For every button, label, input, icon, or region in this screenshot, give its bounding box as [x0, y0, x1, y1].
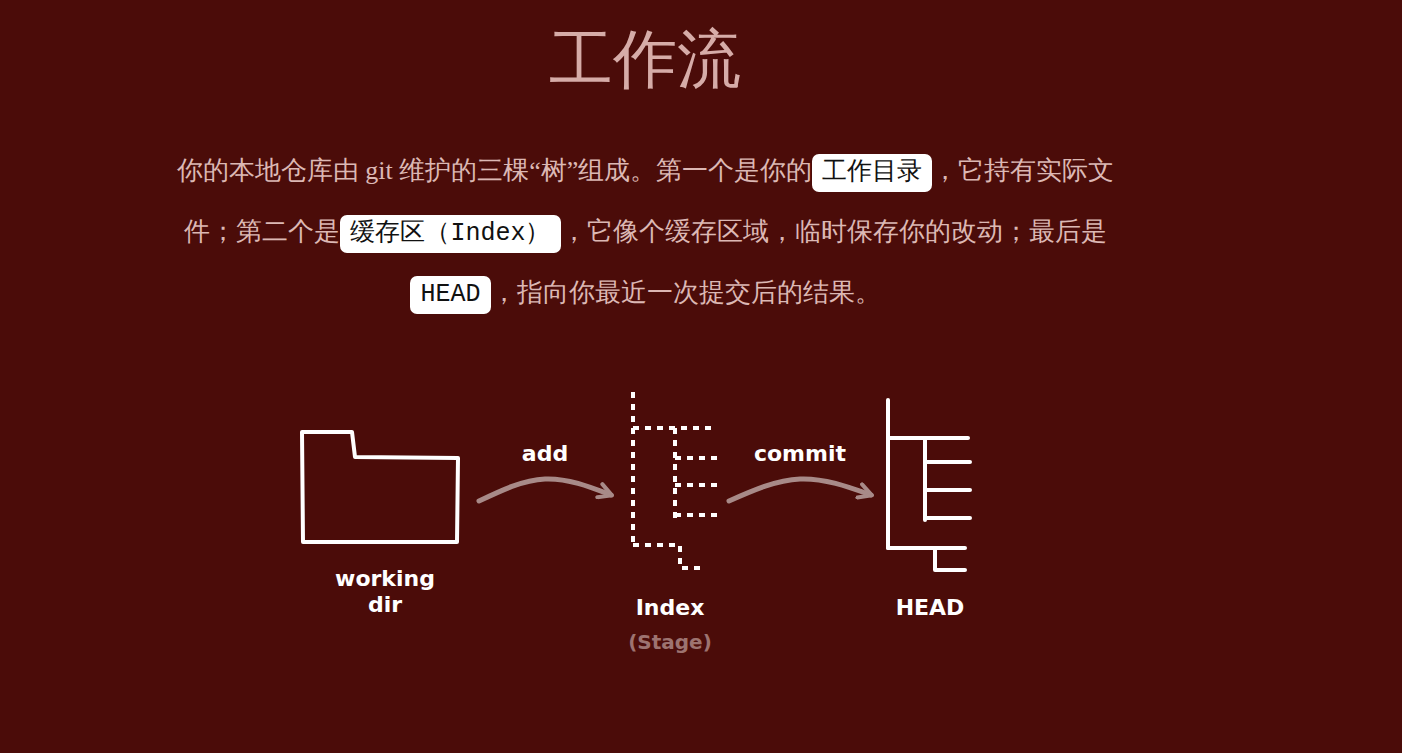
illustration-stroke — [888, 436, 968, 440]
illustration-stroke — [925, 488, 970, 492]
illustration-stroke — [633, 426, 712, 430]
illustration-stroke — [925, 460, 970, 464]
node-caption: (Stage) — [615, 629, 725, 655]
illustration-stroke — [925, 516, 970, 520]
intro-paragraph: 你的本地仓库由 git 维护的三棵“树”组成。第一个是你的工作目录，它持有实际文… — [158, 140, 1133, 323]
chip-text: HEAD — [420, 280, 480, 309]
page-title: 工作流 — [0, 18, 1290, 102]
illustration-stroke — [923, 438, 927, 520]
illustration-stroke — [631, 392, 635, 545]
head-tree-node: HEAD — [875, 390, 985, 640]
paragraph-text: ，它像个缓存区域，临时保存你的改动；最后是 — [561, 217, 1107, 246]
tree-illustration — [615, 385, 725, 595]
edge-label: add — [522, 441, 568, 467]
highlight-chip: 工作目录 — [812, 154, 932, 192]
illustration-stroke — [675, 483, 717, 487]
illustration-stroke — [886, 400, 890, 548]
illustration-stroke — [673, 428, 677, 520]
index-tree-node: Index (Stage) — [615, 385, 725, 665]
illustration-stroke — [302, 432, 458, 542]
tree-illustration — [875, 390, 985, 595]
chip-text: 缓存区（Index） — [350, 219, 550, 248]
tree-illustration — [295, 420, 475, 566]
highlight-chip: HEAD — [410, 276, 490, 314]
paragraph-text: 你的本地仓库由 git 维护的三棵“树”组成。第一个是你的 — [177, 156, 813, 185]
illustration-stroke — [633, 545, 705, 568]
chip-text: 工作目录 — [822, 158, 922, 187]
illustration-stroke — [675, 513, 717, 517]
edge-label: commit — [754, 441, 846, 467]
folder-node: working dir — [295, 420, 475, 620]
paragraph-text: ，指向你最近一次提交后的结果。 — [491, 278, 881, 307]
highlight-chip: 缓存区（Index） — [340, 215, 560, 253]
flow-arrow — [479, 479, 611, 501]
flow-arrow — [729, 479, 871, 501]
illustration-stroke — [888, 546, 965, 550]
illustration-stroke — [675, 456, 717, 460]
illustration-stroke — [935, 548, 965, 570]
node-caption: HEAD — [875, 595, 985, 621]
node-caption: Index — [615, 595, 725, 621]
node-caption: working dir — [323, 566, 448, 618]
